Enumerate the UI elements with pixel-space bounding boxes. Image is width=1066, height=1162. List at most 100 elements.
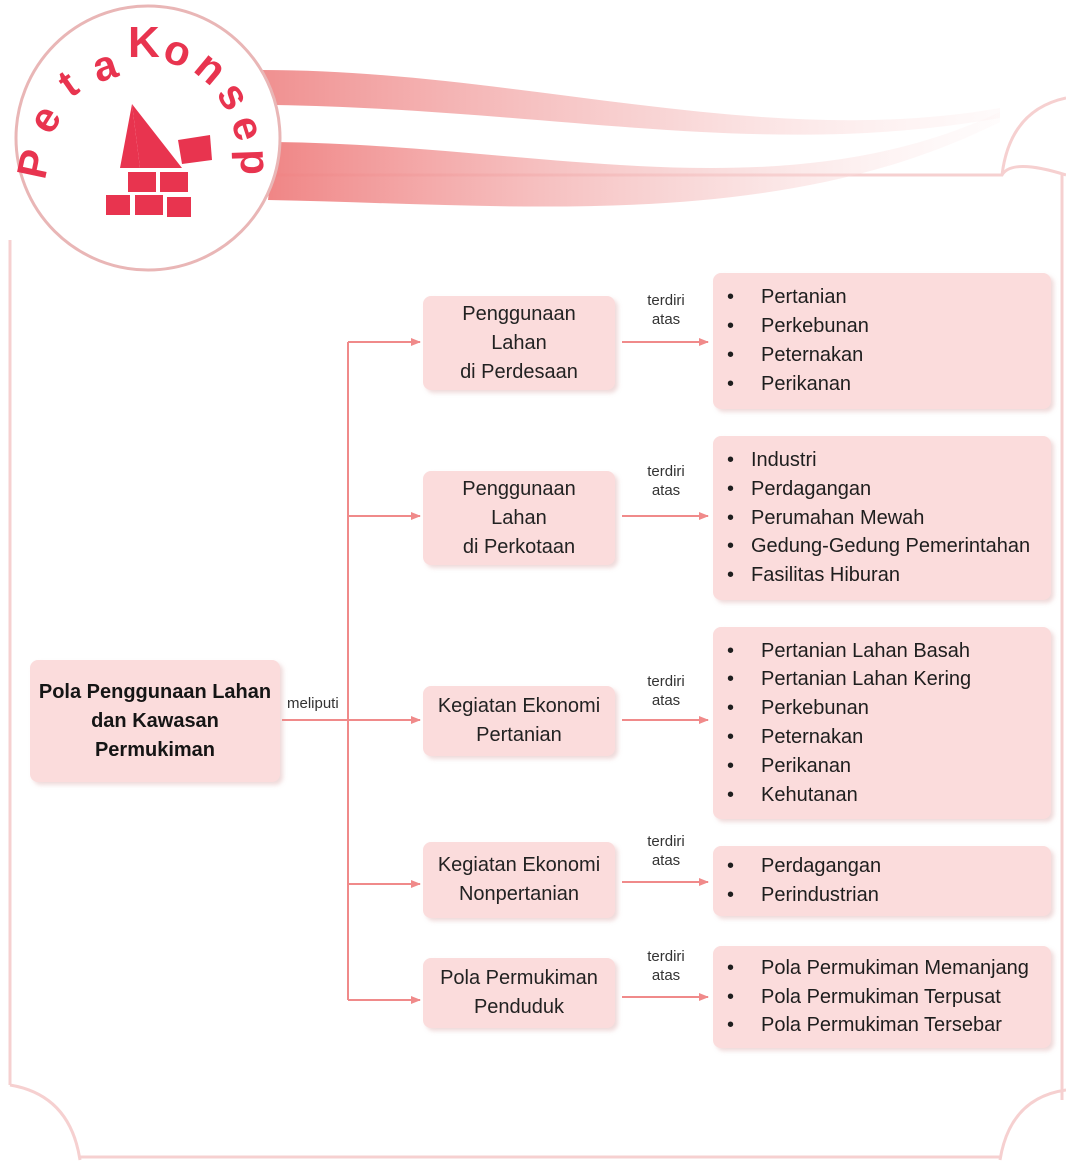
category-line: Penggunaan bbox=[462, 477, 576, 500]
list-item-text: Pertanian Lahan Basah bbox=[761, 639, 971, 662]
list-item-text: Perikanan bbox=[761, 372, 852, 395]
list-item-text: Perikanan bbox=[761, 754, 852, 777]
list-item: •Pertanian Lahan Basah bbox=[727, 639, 971, 662]
ribbon-upper bbox=[262, 70, 1000, 135]
root-line: dan Kawasan bbox=[91, 709, 219, 732]
list-item-text: Pola Permukiman Terpusat bbox=[761, 985, 1001, 1008]
ribbon-lower bbox=[268, 112, 1000, 207]
relation-line: atas bbox=[651, 482, 681, 499]
root-concept-box: Pola Penggunaan Lahan dan Kawasan Permuk… bbox=[30, 660, 280, 782]
relation-line: terdiri bbox=[647, 833, 685, 850]
detail-list: •Perdagangan •Perindustrian bbox=[713, 852, 881, 910]
category-line: di Perdesaan bbox=[460, 360, 578, 383]
relation-line: atas bbox=[651, 311, 681, 328]
category-label: Penggunaan Lahan di Perdesaan bbox=[452, 300, 586, 387]
list-item: •Perdagangan bbox=[727, 855, 882, 878]
detail-box-pola-permukiman: •Pola Permukiman Memanjang •Pola Permuki… bbox=[713, 946, 1051, 1048]
category-line: Lahan bbox=[491, 331, 547, 354]
detail-list: •Pola Permukiman Memanjang •Pola Permuki… bbox=[713, 954, 1029, 1040]
list-item: •Industri bbox=[727, 449, 817, 471]
badge-logo bbox=[106, 104, 212, 217]
root-line: Permukiman bbox=[94, 738, 216, 761]
badge-letter: K bbox=[128, 18, 160, 67]
category-label: Kegiatan Ekonomi Pertanian bbox=[430, 692, 608, 750]
relation-line: atas bbox=[651, 692, 681, 709]
category-line: Penggunaan bbox=[462, 302, 576, 325]
list-item-text: Perdagangan bbox=[761, 855, 882, 878]
category-box-pola-permukiman: Pola Permukiman Penduduk bbox=[423, 958, 615, 1028]
list-item-text: Gedung-Gedung Pemerintahan bbox=[751, 535, 1031, 558]
relation-line: terdiri bbox=[647, 948, 685, 965]
relation-line: atas bbox=[651, 967, 681, 984]
category-label: Penggunaan Lahan di Perkotaan bbox=[454, 475, 583, 562]
category-label: Pola Permukiman Penduduk bbox=[432, 964, 606, 1022]
category-line: Pola Permukiman bbox=[440, 967, 598, 989]
list-item-text: Perumahan Mewah bbox=[751, 506, 925, 529]
list-item-text: Kehutanan bbox=[761, 783, 858, 806]
relation-line: atas bbox=[651, 852, 681, 869]
list-item: •Gedung-Gedung Pemerintahan bbox=[727, 535, 1031, 558]
relation-line: terdiri bbox=[647, 673, 685, 690]
list-item-text: Fasilitas Hiburan bbox=[751, 564, 900, 587]
relation-line: terdiri bbox=[647, 463, 685, 480]
detail-list: •Pertanian •Perkebunan •Peternakan •Peri… bbox=[713, 283, 869, 398]
category-box-ekonomi-pertanian: Kegiatan Ekonomi Pertanian bbox=[423, 686, 615, 756]
relation-label: terdiri atas bbox=[640, 672, 692, 710]
list-item: •Perdagangan bbox=[727, 477, 872, 500]
category-box-ekonomi-nonpertanian: Kegiatan Ekonomi Nonpertanian bbox=[423, 842, 615, 918]
category-line: Pertanian bbox=[476, 724, 562, 746]
relation-label: terdiri atas bbox=[640, 832, 692, 870]
list-item-text: Peternakan bbox=[761, 726, 864, 748]
list-item: •Perkebunan bbox=[727, 697, 869, 720]
meliputi-label: meliputi bbox=[287, 695, 339, 712]
list-item-text: Perindustrian bbox=[761, 884, 879, 906]
list-item: •Peternakan bbox=[727, 726, 864, 748]
category-box-perdesaan: Penggunaan Lahan di Perdesaan bbox=[423, 296, 615, 390]
detail-box-perkotaan: •Industri •Perdagangan •Perumahan Mewah … bbox=[713, 436, 1051, 600]
list-item: •Perikanan bbox=[727, 372, 852, 395]
detail-list: •Industri •Perdagangan •Perumahan Mewah … bbox=[713, 446, 1030, 590]
relation-label: terdiri atas bbox=[640, 947, 692, 985]
category-line: Kegiatan Ekonomi bbox=[437, 854, 601, 876]
list-item-text: Pertanian bbox=[761, 286, 847, 309]
root-concept-label: Pola Penggunaan Lahan dan Kawasan Permuk… bbox=[33, 678, 277, 765]
category-line: Penduduk bbox=[473, 996, 565, 1018]
list-item-text: Perdagangan bbox=[751, 477, 872, 500]
list-item-text: Industri bbox=[751, 449, 817, 471]
frame-corner-bl bbox=[9, 1083, 82, 1161]
list-item-text: Pola Permukiman Memanjang bbox=[761, 956, 1029, 979]
detail-box-perdesaan: •Pertanian •Perkebunan •Peternakan •Peri… bbox=[713, 273, 1051, 409]
list-item-text: Pertanian Lahan Kering bbox=[761, 668, 972, 691]
list-item: •Pertanian bbox=[727, 286, 847, 309]
list-item: •Perkebunan bbox=[727, 315, 869, 338]
relation-line: terdiri bbox=[647, 292, 685, 309]
relation-label: terdiri atas bbox=[640, 462, 692, 500]
list-item: •Peternakan bbox=[727, 344, 864, 366]
list-item: •Pola Permukiman Memanjang bbox=[727, 956, 1029, 979]
root-line: Pola Penggunaan Lahan bbox=[38, 680, 272, 703]
category-label: Kegiatan Ekonomi Nonpertanian bbox=[430, 851, 608, 909]
list-item: •Pola Permukiman Terpusat bbox=[727, 985, 1001, 1008]
list-item: •Pola Permukiman Tersebar bbox=[727, 1014, 1002, 1037]
category-line: Kegiatan Ekonomi bbox=[437, 695, 601, 717]
frame-corner-tr bbox=[1000, 96, 1066, 176]
relation-label: terdiri atas bbox=[640, 291, 692, 329]
list-item: •Perikanan bbox=[727, 754, 852, 777]
frame-corner-br bbox=[998, 1088, 1066, 1161]
list-item-text: Pola Permukiman Tersebar bbox=[761, 1014, 1002, 1037]
category-line: di Perkotaan bbox=[462, 535, 576, 558]
detail-list: •Pertanian Lahan Basah •Pertanian Lahan … bbox=[713, 637, 971, 810]
list-item-text: Peternakan bbox=[761, 344, 864, 366]
detail-box-ekonomi-pertanian: •Pertanian Lahan Basah •Pertanian Lahan … bbox=[713, 627, 1051, 819]
category-box-perkotaan: Penggunaan Lahan di Perkotaan bbox=[423, 471, 615, 565]
list-item-text: Perkebunan bbox=[761, 697, 869, 720]
detail-box-ekonomi-nonpertanian: •Perdagangan •Perindustrian bbox=[713, 846, 1051, 916]
category-line: Lahan bbox=[491, 506, 547, 529]
list-item: •Fasilitas Hiburan bbox=[727, 564, 900, 587]
list-item: •Kehutanan bbox=[727, 783, 858, 806]
list-item: •Perindustrian bbox=[727, 884, 879, 906]
list-item: •Perumahan Mewah bbox=[727, 506, 925, 529]
list-item-text: Perkebunan bbox=[761, 315, 869, 338]
category-line: Nonpertanian bbox=[458, 883, 580, 905]
